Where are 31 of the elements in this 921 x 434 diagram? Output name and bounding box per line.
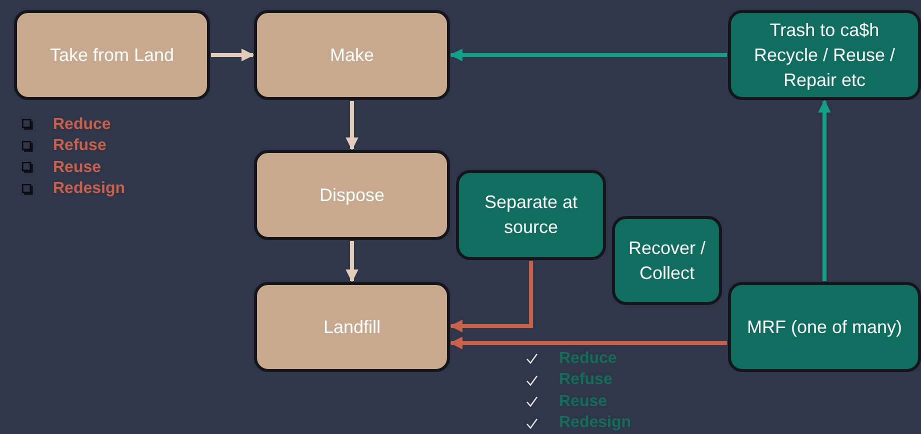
process-box <box>254 10 450 100</box>
arrow <box>450 336 727 350</box>
box-label: Landfill <box>323 316 381 338</box>
arrow <box>346 101 358 150</box>
process-box <box>728 10 921 100</box>
list-item: Reuse <box>53 158 102 178</box>
arrow <box>346 241 358 282</box>
process-box <box>612 216 722 305</box>
list-item: Reduce <box>53 114 111 135</box>
list-item: Refuse <box>559 370 612 390</box>
box-label: MRF (one of many) <box>746 316 902 339</box>
list-item: Reduce <box>559 348 617 369</box>
box-label: Take from Land <box>50 44 174 66</box>
box-label: Make <box>330 44 374 66</box>
arrow <box>450 261 533 332</box>
arrow <box>211 48 254 62</box>
process-box <box>456 170 606 260</box>
box-label: Recover / Collect <box>627 236 707 284</box>
list-item: Redesign <box>53 179 126 200</box>
list-item: Reuse <box>559 392 608 412</box>
process-box <box>728 282 921 372</box>
list-item: Redesign <box>559 413 632 434</box>
box-label: Dispose <box>319 184 385 207</box>
list-item: Refuse <box>53 136 106 156</box>
box-label: Trash to ca$h Recycle / Reuse / Repair etc <box>752 18 896 92</box>
box-label: Separate at source <box>483 191 579 239</box>
process-box <box>254 282 450 372</box>
process-box <box>254 150 450 240</box>
arrow <box>450 48 727 62</box>
process-box <box>14 10 210 100</box>
arrow <box>818 100 831 281</box>
